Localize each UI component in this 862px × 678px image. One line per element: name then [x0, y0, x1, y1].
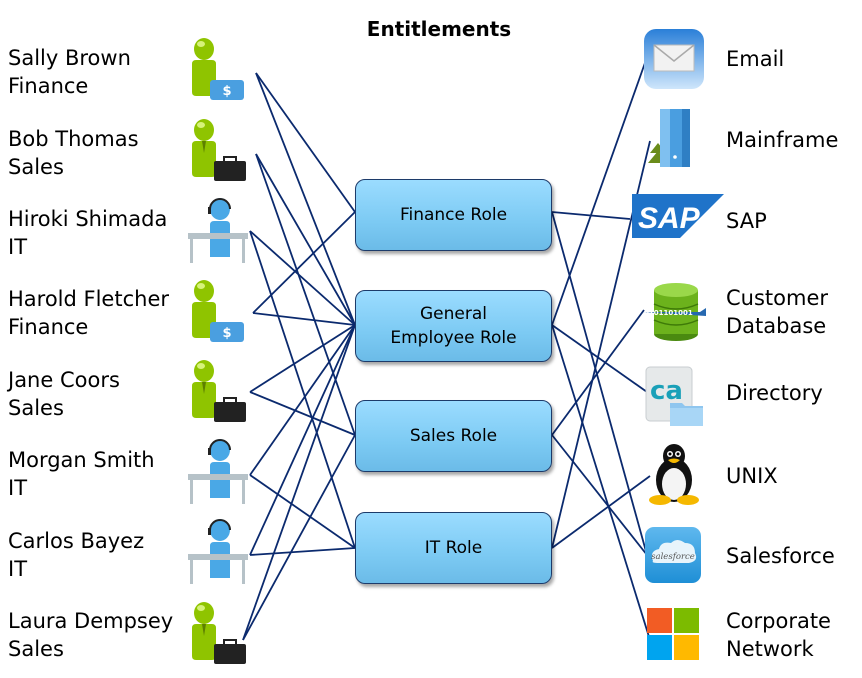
- user-dept: IT: [8, 235, 28, 259]
- user-role-connector: [249, 324, 356, 393]
- user-role-connector: [252, 211, 356, 314]
- svg-text:SAP: SAP: [638, 202, 701, 235]
- email-icon: [644, 29, 704, 89]
- database-icon: 0101101001: [642, 283, 706, 341]
- user-name: Morgan Smith: [8, 448, 155, 472]
- it-person-icon: [188, 439, 248, 504]
- sales-person-icon: [192, 360, 246, 422]
- mainframe-server-icon: [648, 109, 690, 167]
- svg-text:$: $: [222, 326, 231, 341]
- sap-logo-icon: SAP: [632, 194, 724, 238]
- role-system-connector: [551, 475, 651, 549]
- system-label-unix: UNIX: [726, 464, 778, 488]
- user-name: Carlos Bayez: [8, 529, 145, 553]
- sales-person-icon: [192, 119, 246, 181]
- user-dept: Sales: [8, 637, 64, 661]
- finance-person-icon: $: [192, 38, 244, 100]
- user-role-connector: [255, 72, 356, 326]
- system-label-sap: SAP: [726, 209, 767, 233]
- diagram-title: Entitlements: [366, 17, 512, 41]
- system-label-directory: Directory: [726, 381, 823, 405]
- user-role-connector: [249, 324, 356, 556]
- system-label-corporate-network: Corporate Network: [726, 609, 831, 661]
- general-employee-role-box: General Employee Role: [355, 290, 552, 362]
- svg-text:$: $: [222, 84, 231, 99]
- user-name: Harold Fletcher: [8, 287, 169, 311]
- sales-person-icon: [192, 602, 246, 664]
- salesforce-cloud-icon: salesforce: [645, 527, 701, 583]
- user-dept: Finance: [8, 315, 89, 339]
- tux-penguin-icon: [649, 444, 699, 505]
- user-role-connector: [242, 324, 356, 641]
- user-name: Laura Dempsey: [8, 609, 174, 633]
- user-dept: Finance: [8, 74, 89, 98]
- role-system-connector: [551, 59, 647, 326]
- user-role-connector: [252, 312, 356, 326]
- user-role-connector: [242, 434, 356, 641]
- system-label-salesforce: Salesforce: [726, 544, 835, 568]
- finance-person-icon: $: [192, 280, 244, 342]
- ca-directory-icon: ca: [645, 366, 703, 426]
- user-role-connector: [255, 72, 356, 213]
- system-label-customer-database: Customer Database: [726, 286, 829, 338]
- svg-text:ca: ca: [650, 376, 683, 406]
- user-name: Jane Coors: [8, 368, 120, 392]
- role-system-connector: [551, 211, 648, 556]
- user-dept: IT: [8, 476, 28, 500]
- it-person-icon: [188, 519, 248, 584]
- user-role-connector: [249, 324, 356, 476]
- svg-text:salesforce: salesforce: [651, 552, 695, 562]
- windows-logo-icon: [647, 608, 699, 660]
- it-person-icon: [188, 198, 248, 263]
- user-role-connector: [255, 153, 356, 326]
- user-role-connector: [249, 391, 356, 436]
- finance-role-box: Finance Role: [355, 179, 552, 251]
- user-dept: Sales: [8, 396, 64, 420]
- role-system-connector: [551, 309, 645, 436]
- user-role-connector: [249, 230, 356, 549]
- sales-role-box: Sales Role: [355, 400, 552, 472]
- system-label-email: Email: [726, 47, 785, 71]
- role-system-connector: [551, 324, 648, 393]
- user-dept: Sales: [8, 155, 64, 179]
- user-name: Hiroki Shimada: [8, 207, 168, 231]
- user-name: Bob Thomas: [8, 127, 139, 151]
- system-label-mainframe: Mainframe: [726, 128, 839, 152]
- user-role-connector: [249, 547, 356, 556]
- user-role-connector: [249, 230, 356, 326]
- user-name: Sally Brown: [8, 46, 131, 70]
- role-system-connector: [551, 324, 651, 641]
- it-role-box: IT Role: [355, 512, 552, 584]
- user-role-connector: [249, 474, 356, 549]
- svg-text:0101101001: 0101101001: [644, 309, 693, 317]
- user-dept: IT: [8, 557, 28, 581]
- role-system-connector: [551, 434, 648, 556]
- user-role-connector: [255, 153, 356, 436]
